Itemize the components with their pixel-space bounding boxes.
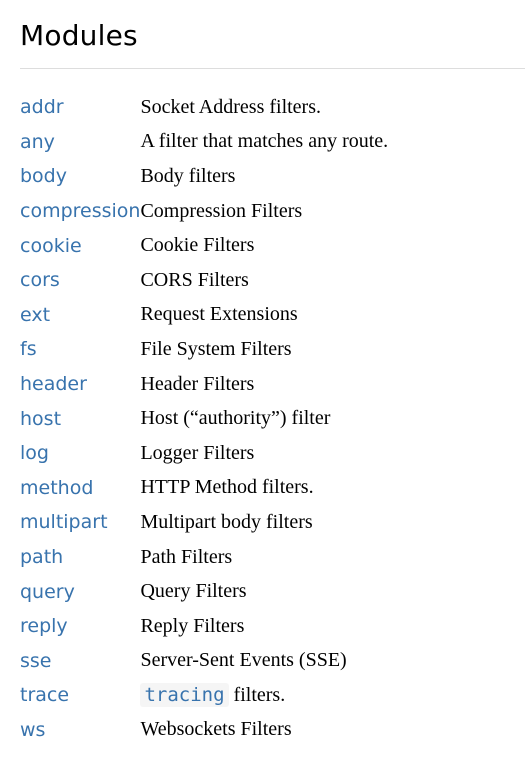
module-description: Logger Filters: [140, 441, 255, 464]
module-link-trace[interactable]: trace: [20, 684, 70, 707]
module-description: Request Extensions: [140, 303, 298, 326]
table-row: method HTTP Method filters.: [20, 471, 388, 506]
table-row: trace tracing filters.: [20, 678, 388, 713]
heading-divider: [20, 68, 525, 69]
module-description: Cookie Filters: [140, 234, 255, 257]
module-description: Server-Sent Events (SSE): [140, 649, 347, 672]
module-link-sse[interactable]: sse: [20, 649, 52, 672]
table-row: addr Socket Address filters.: [20, 90, 388, 125]
table-row: body Body filters: [20, 159, 388, 194]
table-row: query Query Filters: [20, 574, 388, 609]
module-link-header[interactable]: header: [20, 373, 87, 396]
module-description: Compression Filters: [140, 199, 303, 222]
module-description: Multipart body filters: [140, 510, 313, 533]
module-link-cookie[interactable]: cookie: [20, 234, 82, 257]
module-link-reply[interactable]: reply: [20, 615, 68, 638]
module-link-addr[interactable]: addr: [20, 96, 64, 119]
table-row: header Header Filters: [20, 367, 388, 402]
table-row: path Path Filters: [20, 540, 388, 575]
table-row: sse Server-Sent Events (SSE): [20, 644, 388, 679]
module-description: Socket Address filters.: [140, 95, 321, 118]
table-row: cookie Cookie Filters: [20, 228, 388, 263]
module-description: Query Filters: [140, 580, 247, 603]
module-description-suffix: filters.: [228, 683, 286, 706]
module-description: A filter that matches any route.: [140, 130, 389, 153]
module-description: Header Filters: [140, 372, 255, 395]
module-description: Body filters: [140, 164, 236, 187]
module-description: Websockets Filters: [140, 718, 292, 741]
table-row: cors CORS Filters: [20, 263, 388, 298]
module-description: HTTP Method filters.: [140, 476, 314, 499]
table-row: ws Websockets Filters: [20, 713, 388, 748]
module-link-method[interactable]: method: [20, 476, 94, 499]
module-link-body[interactable]: body: [20, 165, 67, 188]
table-row: compression Compression Filters: [20, 194, 388, 229]
module-link-log[interactable]: log: [20, 442, 49, 465]
tracing-crate-link[interactable]: tracing: [140, 682, 229, 707]
module-description: Reply Filters: [140, 614, 245, 637]
module-link-path[interactable]: path: [20, 546, 64, 569]
table-row: host Host (“authority”) filter: [20, 401, 388, 436]
module-link-multipart[interactable]: multipart: [20, 511, 108, 534]
table-row: ext Request Extensions: [20, 298, 388, 333]
module-link-host[interactable]: host: [20, 407, 62, 430]
module-link-ws[interactable]: ws: [20, 718, 46, 741]
module-link-query[interactable]: query: [20, 580, 75, 603]
table-row: multipart Multipart body filters: [20, 505, 388, 540]
section-heading-modules: Modules: [20, 19, 138, 52]
module-description: File System Filters: [140, 337, 292, 360]
module-link-any[interactable]: any: [20, 130, 55, 153]
module-link-compression[interactable]: compression: [20, 200, 141, 223]
modules-table: addr Socket Address filters. any A filte…: [20, 90, 388, 747]
table-row: log Logger Filters: [20, 436, 388, 471]
table-row: reply Reply Filters: [20, 609, 388, 644]
module-link-cors[interactable]: cors: [20, 269, 60, 292]
module-description: Host (“authority”) filter: [140, 407, 331, 430]
module-link-fs[interactable]: fs: [20, 338, 37, 361]
module-description: tracing filters.: [140, 678, 388, 713]
table-row: fs File System Filters: [20, 332, 388, 367]
module-link-ext[interactable]: ext: [20, 303, 51, 326]
table-row: any A filter that matches any route.: [20, 125, 388, 160]
module-description: CORS Filters: [140, 268, 249, 291]
module-description: Path Filters: [140, 545, 233, 568]
